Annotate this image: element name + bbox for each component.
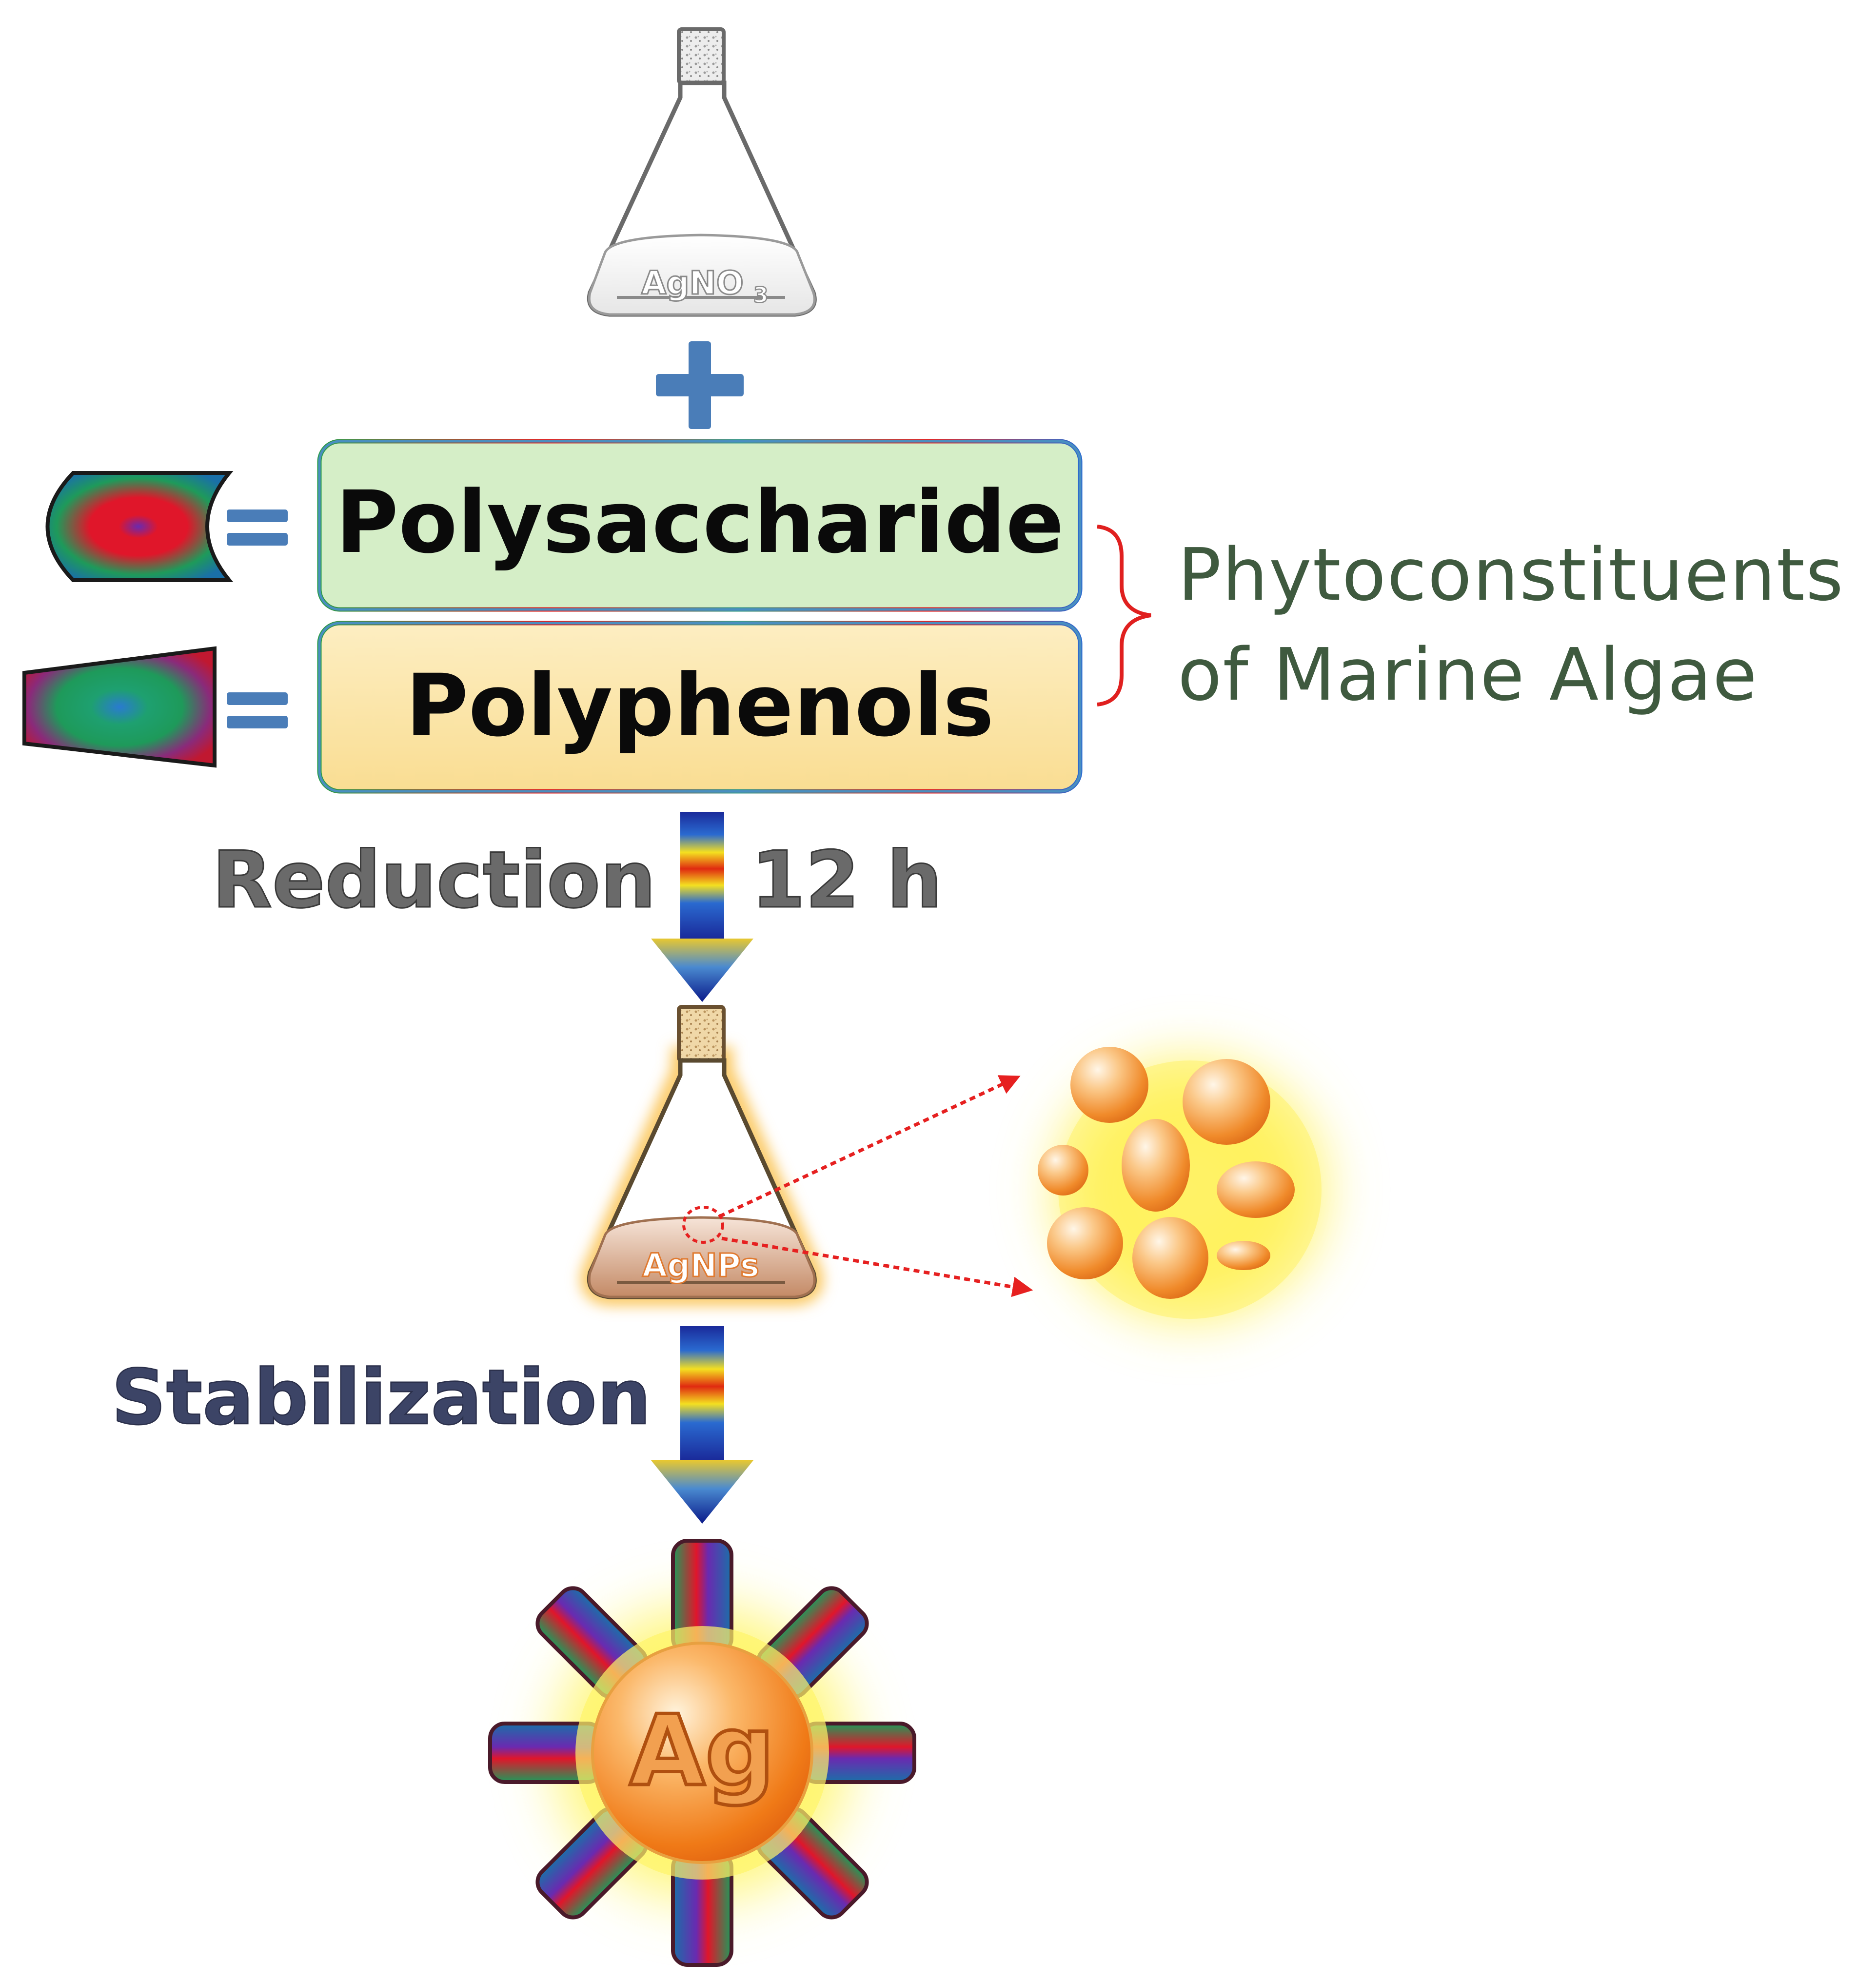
phytoconstituents-line1: Phytoconstituents — [1178, 533, 1844, 617]
equals-icon — [227, 692, 288, 728]
nanoparticle-cluster — [1029, 1034, 1351, 1346]
nanoparticle-icon — [1047, 1207, 1123, 1279]
nanoparticle-icon — [1217, 1241, 1270, 1270]
flask-label-main: AgNO — [641, 264, 744, 302]
curly-brace-icon — [1097, 525, 1151, 706]
polysaccharide-box: Polysaccharide — [317, 439, 1083, 612]
nanoparticle-icon — [1122, 1119, 1190, 1212]
agno3-flask: AgNO 3 — [587, 27, 817, 317]
equals-icon — [227, 510, 288, 546]
polysaccharide-label: Polysaccharide — [336, 472, 1064, 572]
stabilization-arrow-icon — [651, 1326, 753, 1524]
nanoparticle-icon — [1183, 1059, 1270, 1145]
zoom-circle — [682, 1206, 724, 1244]
ag-core-label: Ag — [630, 1694, 775, 1808]
flask-stopper-icon — [677, 27, 726, 85]
polyphenols-box: Polyphenols — [317, 621, 1083, 794]
plus-icon — [656, 341, 744, 429]
flask-label-subscript: 3 — [753, 283, 769, 308]
nanoparticle-icon — [1070, 1047, 1148, 1123]
polyphenols-label: Polyphenols — [406, 656, 994, 756]
nanoparticle-icon — [1132, 1217, 1208, 1299]
phytoconstituents-line2: of Marine Algae — [1178, 633, 1758, 717]
nanoparticle-icon — [1217, 1161, 1295, 1218]
nanoparticle-icon — [1038, 1145, 1088, 1196]
reduction-label: Reduction — [212, 834, 656, 925]
silver-core-icon — [591, 1642, 813, 1864]
stabilized-ag-nanoparticle: Ag — [488, 1539, 916, 1967]
reduction-time-label: 12 h — [751, 834, 942, 925]
agnps-flask-label: AgNPs — [642, 1247, 759, 1284]
flask-liquid — [588, 1216, 816, 1298]
reduction-arrow-icon — [651, 812, 753, 1002]
phytoconstituents-label: Phytoconstituents of Marine Algae — [1178, 533, 1844, 717]
polyphenol-symbol-icon — [22, 646, 217, 768]
agnps-flask: AgNPs — [580, 1005, 824, 1306]
stabilization-label: Stabilization — [111, 1353, 651, 1442]
polysaccharide-symbol-icon — [45, 471, 234, 582]
flask-liquid — [588, 234, 816, 316]
flask-stopper-icon — [677, 1005, 726, 1062]
zoom-arrows — [718, 1075, 1033, 1297]
